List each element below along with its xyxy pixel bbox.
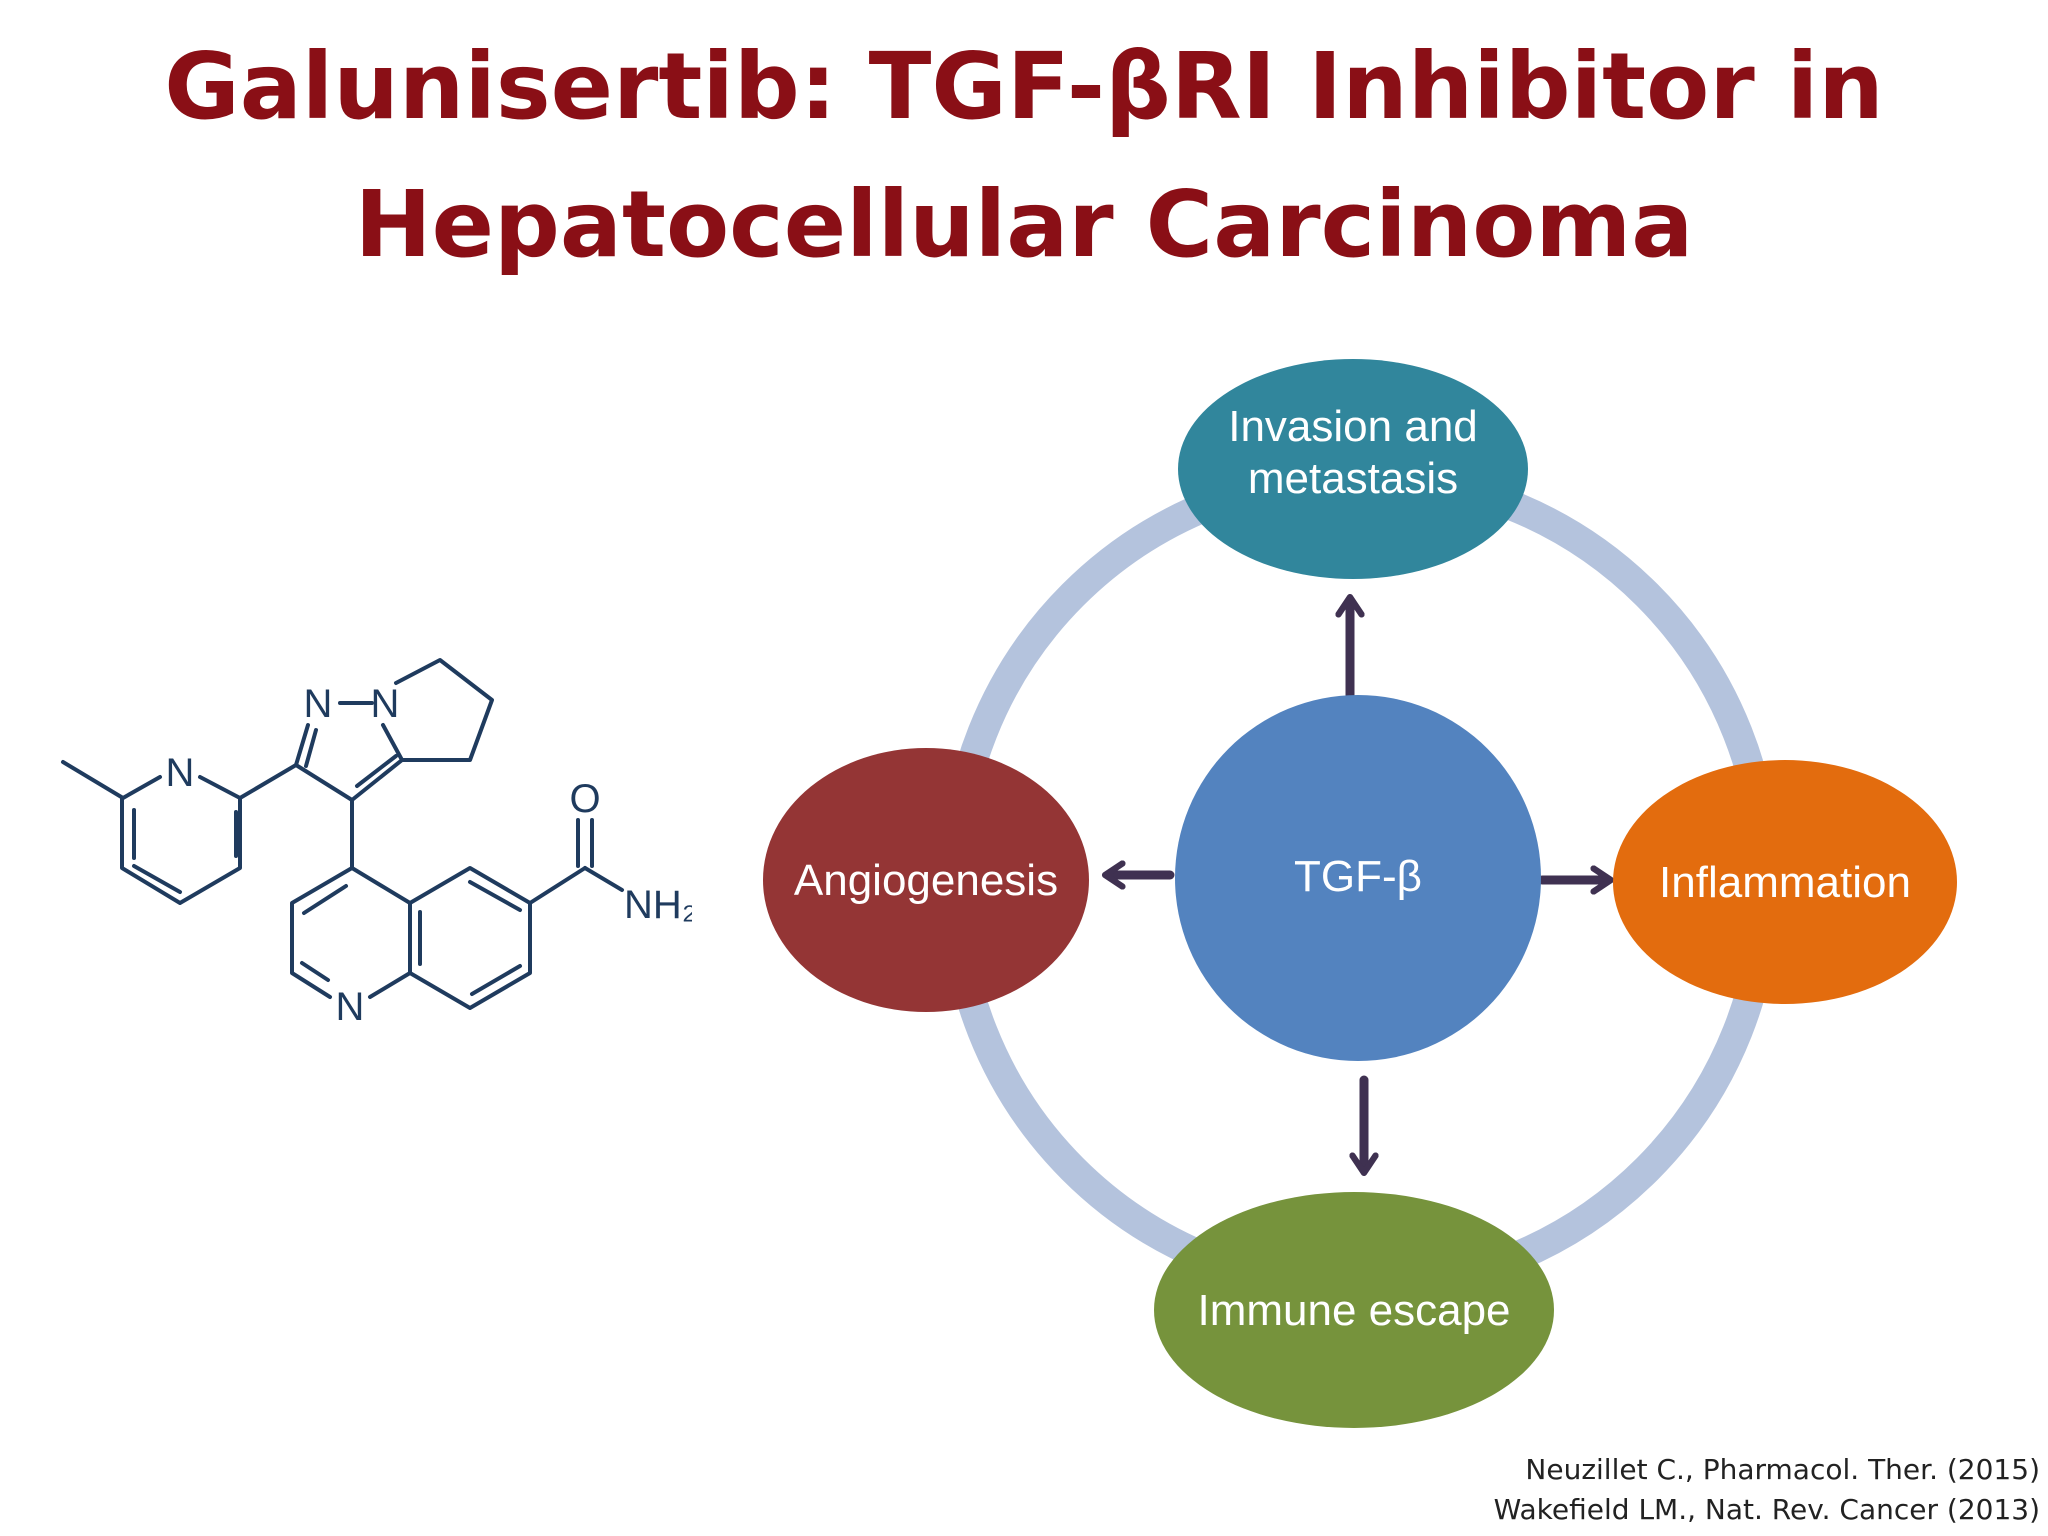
tgf-beta-node <box>1175 695 1541 1061</box>
tgf-beta-label: TGF-β <box>1294 852 1422 901</box>
galunisertib-structure <box>61 658 624 1010</box>
immune-escape-label: Immune escape <box>1197 1286 1510 1335</box>
invasion-metastasis-label-line-1: Invasion and <box>1228 402 1478 451</box>
immune-escape-node <box>1154 1192 1554 1428</box>
pyrazole-ring <box>294 723 404 802</box>
atom-label: NH₂ <box>624 883 697 927</box>
pyridine-ring <box>120 775 242 905</box>
tgf-beta-diagram: TGF-β Invasion and metastasis Angiogenes… <box>763 359 1957 1428</box>
invasion-metastasis-label-line-2: metastasis <box>1248 454 1458 503</box>
slide-title: Galunisertib: TGF-βRI Inhibitor in Hepat… <box>0 18 2048 294</box>
references: Neuzillet C., Pharmacol. Ther. (2015) Wa… <box>1494 1450 2040 1530</box>
atom-label: O <box>569 777 600 821</box>
inflammation-label: Inflammation <box>1659 858 1911 907</box>
reference-1: Neuzillet C., Pharmacol. Ther. (2015) <box>1525 1453 2040 1486</box>
methyl-bond <box>61 760 125 800</box>
title-line-2: Hepatocellular Carcinoma <box>354 171 1694 278</box>
angiogenesis-label: Angiogenesis <box>794 856 1058 905</box>
inflammation-node <box>1613 760 1957 1004</box>
atom-label: N <box>336 985 365 1029</box>
atom-label: N <box>304 682 333 726</box>
angiogenesis-node <box>763 748 1089 1012</box>
atom-label: N <box>371 682 400 726</box>
galunisertib-atom-labels: N N N N O NH₂ <box>166 682 698 1029</box>
quinoline-ring-right <box>408 866 532 1010</box>
biaryl-bond <box>238 763 298 800</box>
amide-bond <box>528 866 587 905</box>
atom-label: N <box>166 751 195 795</box>
invasion-metastasis-node <box>1178 359 1528 579</box>
quinoline-ring-left <box>290 866 412 999</box>
pyrrolidine-ring <box>394 658 494 762</box>
title-line-1: Galunisertib: TGF-βRI Inhibitor in <box>164 33 1884 140</box>
reference-2: Wakefield LM., Nat. Rev. Cancer (2013) <box>1493 1493 2040 1526</box>
